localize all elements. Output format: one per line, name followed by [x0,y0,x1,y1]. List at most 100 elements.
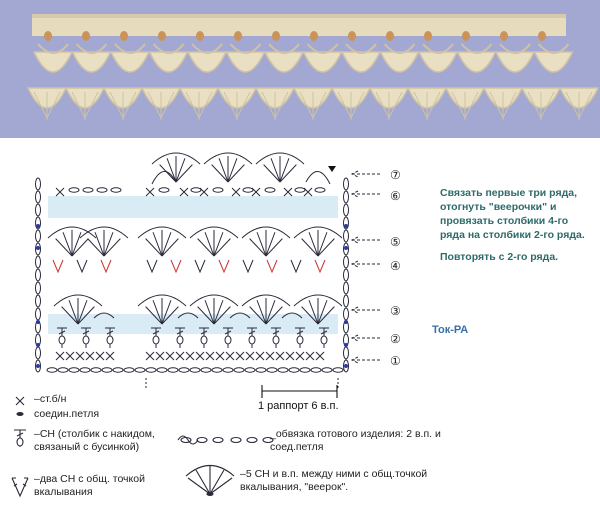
chain-stitch [178,367,190,373]
chain-stitch [222,367,234,373]
fan-row5-post [103,232,114,257]
fan-row3-post [265,306,283,325]
scallop-front-ribs [565,91,593,120]
two-dc-icon [11,477,29,498]
two-dc-stitch [218,259,230,274]
fan-row3-post [204,300,215,325]
chain-stitch [90,367,102,373]
sc-stitch-row6 [145,187,155,197]
chain-stitch-row6 [264,187,276,193]
fan-row5-arc [189,226,239,239]
fan-row3-post [301,306,319,325]
edge-dot [344,343,348,347]
bead-symbol [272,335,280,345]
legend-fan: –5 СН и в.п. между ними с общ.точкой вка… [240,468,428,493]
instructions: Связать первые три ряда, отогнуть "вееро… [440,186,590,272]
fan-row5-post [265,232,276,257]
scallop-front-ribs [413,91,441,120]
chain-stitch [200,367,212,373]
sc-stitch [95,351,105,361]
scallop-back-rim [268,43,300,54]
knitted-sample-image [0,0,600,138]
sc-stitch [105,351,115,361]
chain-stitch-row6 [158,187,170,193]
sc-stitch [155,351,165,361]
sc-stitch [185,351,195,361]
sc-stitch-row6 [231,187,241,197]
fan-row5-post [308,232,319,257]
row-number-7: ⑦ [390,168,401,182]
fan-row7-post [218,158,229,183]
fan-icon [185,464,235,497]
fan-row5-post [161,238,179,257]
bead-mark [310,31,318,41]
two-dc-stitch [242,259,254,274]
chain-arch [281,312,303,319]
fan-row3-post [77,300,88,325]
chain-stitch [145,367,157,373]
sample-photo [0,0,600,138]
row-number-5: ⑤ [390,235,401,249]
chain-stitch [277,367,289,373]
bead-mark [348,31,356,41]
turning-chain [343,359,349,373]
fan-row3-post [161,306,179,325]
chain-stitch [79,367,91,373]
sc-stitch [255,351,265,361]
edge-dot [344,224,348,228]
sc-stitch [295,351,305,361]
two-dc-stitch [266,259,278,274]
bead-symbol [58,335,66,345]
instruction-line-2: Повторять с 2-го ряда. [440,251,559,263]
scallop-back-rim [114,43,146,54]
sc-stitch [285,351,295,361]
bead-symbol [296,335,304,345]
legend-edging: _обвязка готового изделия: 2 в.п. и соед… [270,428,441,453]
edge-dot [344,320,348,324]
scallop-back-rim [537,43,570,54]
fan-row3-arc [293,294,343,307]
bead-symbol [320,335,328,345]
chain-stitch [46,367,58,373]
row-arrow [350,356,380,364]
chain-stitch [310,367,322,373]
fan-row5-post [256,232,267,257]
scallop-back-rim [460,43,493,54]
fan-row7-post [227,164,245,183]
turning-chain [343,294,349,308]
bead-symbol [248,335,256,345]
sc-stitch [315,351,325,361]
sc-stitch [195,351,205,361]
edge-dot [344,246,348,250]
fan-row5-post [62,232,73,257]
chain-stitch [189,367,201,373]
scallop-front-ribs [375,91,403,120]
scallop-front-ribs [337,91,365,120]
two-dc-stitch [100,259,112,274]
edge-dot [36,246,40,250]
sc-stitch-row6 [55,187,65,197]
sc-stitch [205,351,215,361]
scallop-front-ribs [451,91,479,120]
two-dc-stitch [170,259,182,274]
fan-row5-post [213,238,231,257]
fan-row5-post [317,232,328,257]
edge-dot [344,364,348,368]
fan-row7-post [166,158,177,183]
chain-stitch [68,367,80,373]
bead-mark [196,31,204,41]
legend-slip: соедин.петля [34,408,100,420]
scallop-front-ribs [71,91,99,120]
fan-row7-arc [203,152,253,165]
stitch-chart [35,152,380,390]
fan-row5-post [71,232,82,257]
turning-chain [35,255,41,269]
turning-chain [343,177,349,191]
fan-row7-post [211,164,229,183]
fan-row7-post [279,158,290,183]
sc-stitch [215,351,225,361]
fan-row3-post [152,300,163,325]
row-number-4: ④ [390,259,401,273]
fan-row3-post [249,306,267,325]
fan-row7-post [270,158,281,183]
